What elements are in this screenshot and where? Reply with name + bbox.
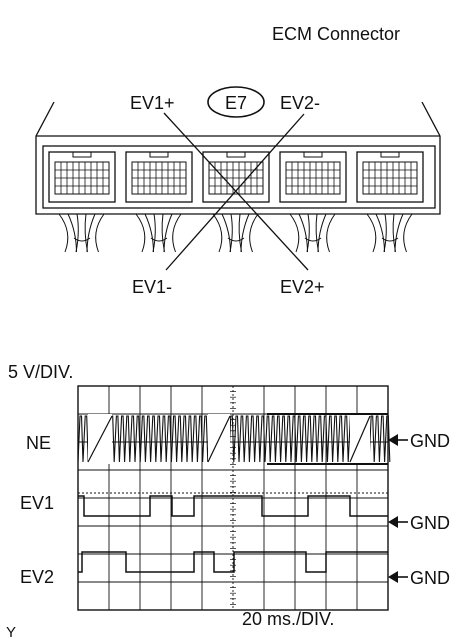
ground-marker-ne: GND — [388, 431, 450, 451]
connector-blocks — [48, 151, 424, 203]
connector-block — [125, 151, 193, 203]
ground-marker-ev2: GND — [388, 568, 450, 588]
ground-label-ev2: GND — [410, 568, 450, 588]
leader-line-ev2-minus — [165, 113, 305, 271]
connector-block — [202, 151, 270, 203]
connector-block — [356, 151, 424, 203]
connector-badge-label: E7 — [225, 93, 247, 113]
connector-block — [48, 151, 116, 203]
ground-label-ev1: GND — [410, 513, 450, 533]
ecm-connector-body — [35, 101, 441, 253]
corner-mark: Y — [6, 624, 16, 641]
volt-division-label: 5 V/DIV. — [8, 362, 73, 382]
wire-harness — [58, 213, 413, 253]
ground-marker-ev1: GND — [388, 513, 450, 533]
ground-label-ne: GND — [410, 431, 450, 451]
pin-label-ev1-plus: EV1+ — [130, 93, 175, 113]
connector-badge — [207, 86, 265, 118]
pin-label-ev2-plus: EV2+ — [280, 277, 325, 297]
channel-label-ev2: EV2 — [20, 567, 54, 587]
pin-label-ev1-minus: EV1- — [132, 277, 172, 297]
connector-title: ECM Connector — [272, 24, 400, 44]
scope-screen — [77, 385, 391, 611]
pin-label-ev2-minus: EV2- — [280, 93, 320, 113]
connector-block — [279, 151, 347, 203]
channel-label-ne: NE — [26, 433, 51, 453]
channel-label-ev1: EV1 — [20, 493, 54, 513]
trace-ev1 — [78, 495, 388, 517]
trace-ev2 — [78, 551, 388, 573]
time-division-label: 20 ms./DIV. — [242, 609, 334, 629]
trace-ne — [77, 415, 391, 463]
